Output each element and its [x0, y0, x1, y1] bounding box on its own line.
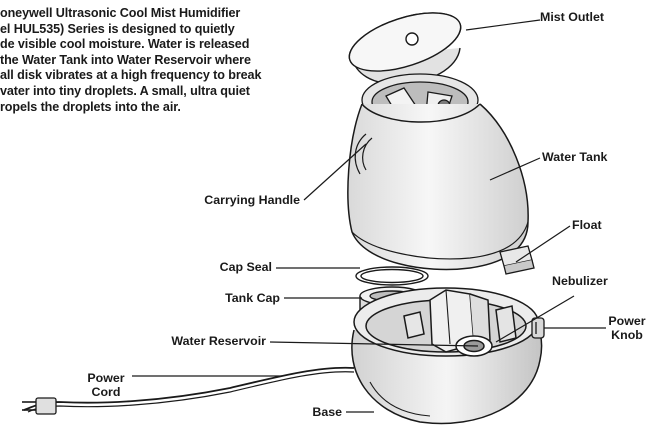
leader-lines — [132, 19, 606, 413]
label-power-knob: Power Knob — [604, 314, 650, 342]
label-power-knob-line2: Knob — [611, 328, 643, 342]
label-float: Float — [572, 218, 602, 232]
description-line: de visible cool moisture. Water is relea… — [0, 37, 250, 52]
label-water-tank: Water Tank — [542, 150, 608, 164]
label-power-cord-line1: Power — [87, 371, 125, 385]
label-cap-seal: Cap Seal — [219, 260, 272, 274]
label-power-cord-line2: Cord — [91, 385, 121, 399]
label-water-reservoir: Water Reservoir — [171, 334, 266, 348]
power-knob-part — [531, 317, 545, 339]
label-base: Base — [312, 405, 342, 419]
description-line: all disk vibrates at a high frequency to… — [0, 68, 262, 83]
label-nebulizer: Nebulizer — [552, 274, 608, 288]
label-tank-cap: Tank Cap — [225, 291, 280, 305]
power-cord-part — [22, 366, 355, 415]
label-mist-outlet: Mist Outlet — [540, 10, 605, 24]
label-power-knob-line1: Power — [608, 314, 646, 328]
float-part — [499, 245, 535, 275]
label-carrying-handle: Carrying Handle — [204, 193, 300, 207]
label-power-cord: Power Cord — [80, 371, 132, 399]
description-line: el HUL535) Series is designed to quietly — [0, 21, 235, 36]
description-line: vater into tiny droplets. A small, ultra… — [0, 83, 250, 98]
base-part — [351, 287, 543, 425]
description-line: ropels the droplets into the air. — [0, 99, 181, 114]
product-description: oneywell Ultrasonic Cool Mist Humidifier… — [0, 6, 330, 115]
cap-seal-part — [355, 266, 429, 286]
water-tank-part — [347, 103, 529, 271]
description-line: oneywell Ultrasonic Cool Mist Humidifier — [0, 6, 241, 20]
description-line: the Water Tank into Water Reservoir wher… — [0, 52, 251, 67]
